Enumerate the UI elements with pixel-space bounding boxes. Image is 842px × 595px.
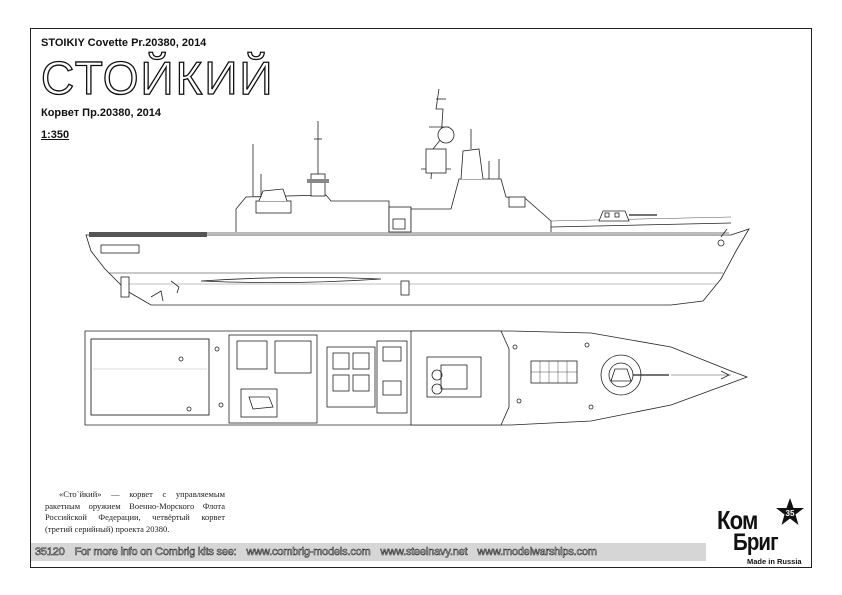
combrig-logo: 35 Ком Бриг Made in Russia (717, 497, 809, 566)
star-label: 35 (786, 509, 795, 518)
plan-view (84, 330, 749, 426)
ship-drawings (84, 88, 750, 426)
star-icon: 35 (776, 498, 804, 525)
title-russian: Корвет Пр.20380, 2014 (41, 107, 162, 119)
kit-code: 35120 (35, 546, 65, 559)
side-profile-view (85, 88, 750, 306)
logo-line2: Бриг (733, 529, 779, 556)
logo-line1: Ком (717, 505, 758, 535)
drawing-sheet: STOIKIY Covette Pr.20380, 2014 СТОЙКИЙ К… (30, 28, 812, 568)
footer-bar: 35120 For more info on Combrig kits see:… (31, 543, 706, 561)
link-steelnavy[interactable]: www.steelnavy.net (380, 546, 468, 559)
title-russian-large: СТОЙКИЙ (40, 52, 275, 104)
scale-label: 1:350 (41, 129, 70, 141)
link-modelwarships[interactable]: www.modelwarships.com (477, 546, 597, 559)
ship-description: «Сто`йкий» — корвет с управляемым ракетн… (45, 489, 225, 534)
link-combrig[interactable]: www.combrig-models.com (246, 546, 371, 559)
title-english: STOIKIY Covette Pr.20380, 2014 (41, 37, 207, 49)
made-in-russia: Made in Russia (747, 557, 802, 566)
footer-prompt: For more info on Combrig kits see: (74, 546, 237, 559)
